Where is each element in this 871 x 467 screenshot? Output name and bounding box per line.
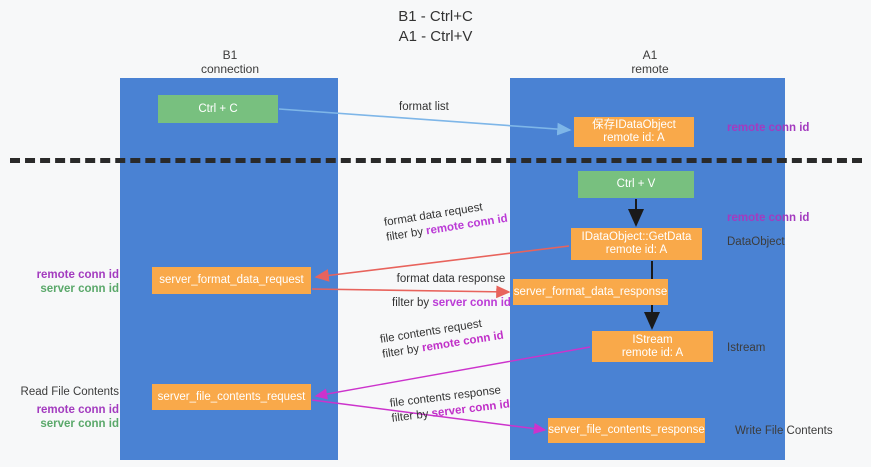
annotation-write-file-contents: Write File Contents [735, 425, 833, 437]
filter-prefix: filter by [392, 297, 433, 309]
annotation-remote-conn-id-top: remote conn id [727, 122, 810, 134]
annotation-conn-ids-lower: remote conn id server conn id [14, 403, 119, 431]
filter-key: server conn id [432, 297, 511, 309]
annotation-read-file-contents: Read File Contents [20, 386, 119, 398]
node-server-file-contents-request[interactable]: server_file_contents_request [152, 384, 311, 410]
edge-label-format-data-request: format data request filter by remote con… [383, 197, 509, 246]
column-header-a1: A1 remote [631, 48, 669, 76]
edge-label-format-data-response: format data response [396, 273, 506, 285]
annotation-server-conn-id: server conn id [40, 283, 119, 295]
edge-label-file-contents-request: file contents request filter by remote c… [379, 314, 505, 363]
annotation-conn-ids-upper: remote conn id server conn id [14, 268, 119, 296]
page-title: B1 - Ctrl+C A1 - Ctrl+V [398, 8, 473, 45]
node-store-idataobject[interactable]: 保存IDataObject remote id: A [574, 117, 694, 147]
column-header-b1: B1 connection [200, 48, 260, 76]
node-server-format-data-response[interactable]: server_format_data_response [513, 279, 668, 305]
annotation-dataobject: DataObject [727, 236, 785, 248]
annotation-istream: Istream [727, 342, 766, 354]
filter-prefix: filter by [390, 407, 433, 425]
phase-divider [10, 158, 862, 163]
node-server-format-data-request[interactable]: server_format_data_request [152, 267, 311, 294]
annotation-server-conn-id: server conn id [40, 418, 119, 430]
annotation-remote-conn-id: remote conn id [36, 269, 119, 281]
edge-label-file-contents-response: file contents response filter by server … [389, 383, 511, 427]
node-ctrl-c[interactable]: Ctrl + C [158, 95, 278, 123]
annotation-remote-conn-id-mid: remote conn id [727, 212, 810, 224]
node-ctrl-v[interactable]: Ctrl + V [578, 171, 694, 198]
node-server-file-contents-response[interactable]: server_file_contents_response [548, 418, 705, 443]
node-istream[interactable]: IStream remote id: A [592, 331, 713, 362]
edge-label-format-data-response-filter: filter by server conn id [374, 296, 529, 311]
edge-label-format-list: format list [399, 101, 449, 113]
annotation-remote-conn-id: remote conn id [36, 404, 119, 416]
node-idataobject-getdata[interactable]: IDataObject::GetData remote id: A [571, 228, 702, 260]
